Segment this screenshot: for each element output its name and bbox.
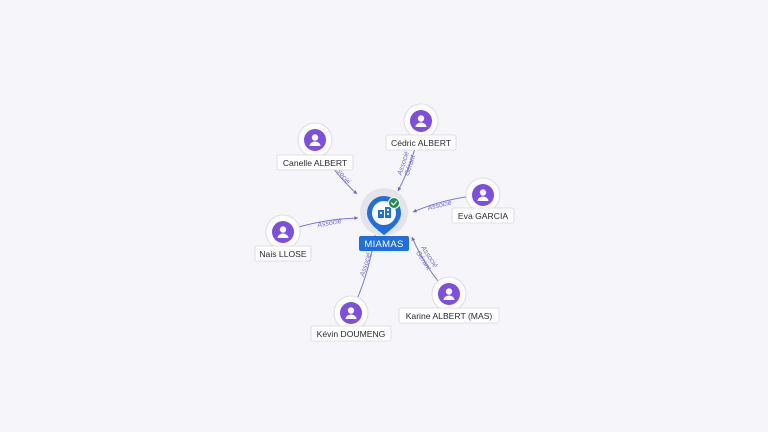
check-icon — [388, 197, 400, 209]
person-node-cedric[interactable]: Cédric ALBERT — [385, 103, 457, 151]
relation-arrow-canelle — [353, 190, 357, 194]
relation-arrow-nais — [354, 216, 358, 221]
person-label-box — [254, 245, 312, 262]
person-name: Nais LLOSE — [259, 249, 307, 259]
person-icon — [345, 307, 357, 319]
company-node[interactable]: MIAMAS — [359, 188, 409, 251]
person-node-eva[interactable]: Eva GARCIA — [451, 177, 515, 224]
person-icon — [415, 115, 427, 127]
person-node-nais[interactable]: Nais LLOSE — [254, 214, 312, 262]
person-icon — [443, 288, 455, 300]
person-label-box — [398, 307, 500, 324]
person-node-canelle[interactable]: Canelle ALBERT — [276, 122, 354, 171]
relation-arrow-eva — [413, 208, 417, 213]
company-name-badge — [359, 236, 409, 251]
relation-label-eva: Associé — [426, 200, 453, 213]
person-name: Kévin DOUMENG — [317, 329, 386, 339]
person-icon — [277, 226, 289, 238]
company-name: MIAMAS — [364, 239, 403, 250]
people-layer: Canelle ALBERT Cédric ALBERT Eva GARCIA Nai… — [254, 103, 515, 342]
person-icon — [477, 189, 489, 201]
person-name: Cédric ALBERT — [391, 138, 452, 148]
relation-label-nais: Associé — [316, 218, 342, 230]
person-label-box — [276, 154, 354, 171]
building-icon — [378, 207, 391, 218]
person-name: Eva GARCIA — [458, 211, 508, 221]
person-name: Canelle ALBERT — [283, 158, 348, 168]
person-node-karine[interactable]: Karine ALBERT (MAS) — [398, 276, 500, 324]
relation-label-kevin: Associé — [359, 252, 373, 279]
relation-arrow-cedric — [397, 187, 402, 191]
person-label-box — [451, 207, 515, 224]
relation-arrow-karine — [411, 237, 416, 241]
person-label-box — [385, 134, 457, 151]
person-name: Karine ALBERT (MAS) — [406, 311, 493, 321]
person-icon — [309, 134, 321, 146]
person-label-box — [310, 325, 392, 342]
person-node-kevin[interactable]: Kévin DOUMENG — [310, 295, 392, 342]
